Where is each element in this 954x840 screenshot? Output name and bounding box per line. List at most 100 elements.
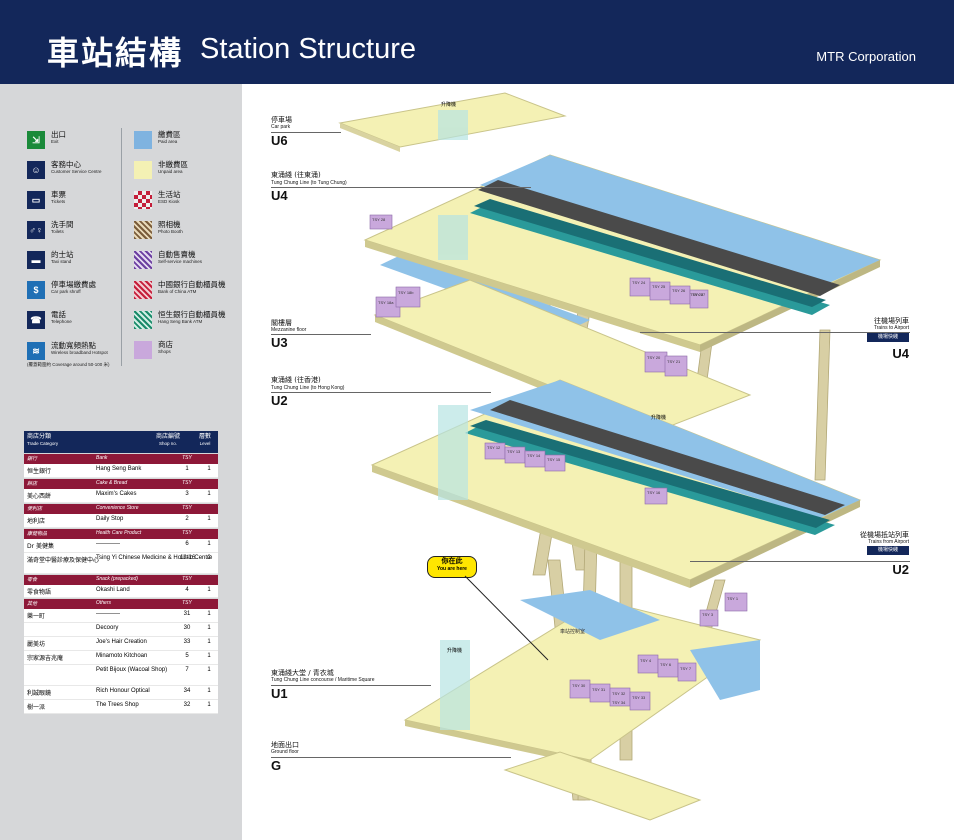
level-u3-zh: 閣樓層 bbox=[271, 319, 292, 327]
table-cell-level: 2 bbox=[207, 554, 211, 561]
table-cell-zh: 利誠眼鏡 bbox=[27, 690, 52, 698]
u4-trains bbox=[470, 180, 840, 315]
table-cell-no: 5 bbox=[185, 653, 189, 660]
level-u3-code: U3 bbox=[271, 335, 288, 350]
table-cell-no: 1 bbox=[185, 466, 189, 472]
trains-to-airport-leader bbox=[640, 332, 910, 333]
shop-label: TSY 1 bbox=[727, 596, 739, 601]
level-u6-zh: 停車場 bbox=[271, 116, 292, 124]
level-g-zh: 地面出口 bbox=[271, 741, 299, 749]
table-cell-no: TSY bbox=[182, 600, 192, 607]
taxi-icon: ▬ bbox=[27, 251, 45, 269]
level-g-leader bbox=[271, 757, 511, 758]
photo-booth-icon bbox=[134, 221, 152, 239]
legend-divider bbox=[121, 128, 122, 366]
table-cell-en: Daily Stop bbox=[96, 515, 124, 522]
shop-label: TSY 6 bbox=[660, 662, 672, 667]
level-u1-zh: 東涌綫大堂 / 青衣城 bbox=[271, 669, 334, 677]
shop-label: TSY 34 bbox=[612, 700, 626, 705]
shop-blocks bbox=[369, 214, 748, 711]
table-cell-en: Cake & Bread bbox=[96, 479, 128, 486]
table-cell-level: 1 bbox=[207, 688, 211, 695]
shop-label: TSY 33 bbox=[632, 695, 646, 700]
shop-label: TSY 14 bbox=[527, 453, 541, 458]
lift-label-u1: 升降機 bbox=[447, 648, 463, 654]
table-cell-zh: 其他 bbox=[27, 601, 38, 608]
table-cell-en: Convenience Store bbox=[96, 504, 139, 511]
table-cell-zh: 餅店 bbox=[27, 480, 38, 487]
telephone-icon: ☎ bbox=[27, 311, 45, 329]
table-cell-zh: 地利店 bbox=[27, 517, 46, 525]
table-cell-en: Health Care Product bbox=[96, 529, 142, 536]
table-cell-level: 1 bbox=[207, 611, 211, 618]
page-header: 車站結構 Station Structure MTR Corporation bbox=[0, 0, 954, 84]
level-u6-en: Car park bbox=[271, 124, 291, 130]
corporation-name: MTR Corporation bbox=[816, 49, 916, 64]
table-cell-en: Decoory bbox=[96, 625, 119, 632]
table-cell-en: Maxim's Cakes bbox=[96, 490, 137, 497]
table-cell-zh: 恒生銀行 bbox=[27, 468, 52, 475]
shop-label: TSY 18a bbox=[378, 300, 394, 305]
table-cell-zh: 便利店 bbox=[27, 505, 43, 512]
table-cell-level: 1 bbox=[207, 667, 211, 674]
table-cell-no: TSY bbox=[182, 575, 192, 582]
shop-label: TSY 18b bbox=[398, 290, 414, 295]
table-cell-no: 31 bbox=[183, 611, 191, 618]
shop-label: TSY 30 bbox=[572, 683, 586, 688]
table-cell-zh: 麗美坊 bbox=[27, 641, 46, 649]
level-u3-en: Mezzanine floor bbox=[271, 327, 307, 333]
table-cell-no: 6 bbox=[185, 540, 189, 547]
table-cell-level: 1 bbox=[207, 625, 211, 632]
shop-label: TSY 31 bbox=[592, 687, 606, 692]
table-cell-en: ———— bbox=[96, 540, 120, 547]
unpaid-area-swatch bbox=[134, 161, 152, 179]
table-cell-zh: Dr 美健集 bbox=[27, 542, 54, 550]
shop-label: TSY 29 bbox=[690, 292, 704, 297]
shop-label: TSY 12 bbox=[487, 445, 501, 450]
table-cell-en: Hang Seng Bank bbox=[96, 466, 142, 472]
table-cell-zh: 康健物品 bbox=[27, 530, 48, 537]
level-u1-code: U1 bbox=[271, 686, 288, 701]
level-u4-en: Tung Chung Line (to Tung Chung) bbox=[271, 180, 347, 186]
table-cell-en: Okashi Land bbox=[96, 586, 130, 593]
table-cell-level: 1 bbox=[207, 586, 211, 593]
self-service-machine-icon bbox=[134, 251, 152, 269]
level-u4-right-code: U4 bbox=[892, 346, 909, 361]
table-cell-level: 1 bbox=[207, 515, 211, 522]
table-cell-no: 4 bbox=[185, 586, 189, 593]
toilet-icon: ♂♀ bbox=[27, 221, 45, 239]
table-cell-zh: 零食 bbox=[27, 576, 38, 583]
trains-from-airport-en: Trains from Airport bbox=[868, 539, 909, 545]
trains-to-airport-zh: 往機場列車 bbox=[874, 317, 909, 325]
esd-kiosk-icon bbox=[134, 191, 152, 209]
boc-atm-icon bbox=[134, 281, 152, 299]
level-u1-leader bbox=[271, 685, 431, 686]
shop-label: TSY 3 bbox=[702, 612, 714, 617]
table-cell-en: Tsing Yi Chinese Medicine & Holistic Cen… bbox=[96, 554, 213, 561]
table-cell-en: Petit Bijoux (Wacoal Shop) bbox=[96, 667, 168, 674]
shop-label: TSY 15 bbox=[547, 457, 561, 462]
trains-from-airport-leader bbox=[690, 561, 910, 562]
station-structure-diagram bbox=[338, 92, 882, 821]
